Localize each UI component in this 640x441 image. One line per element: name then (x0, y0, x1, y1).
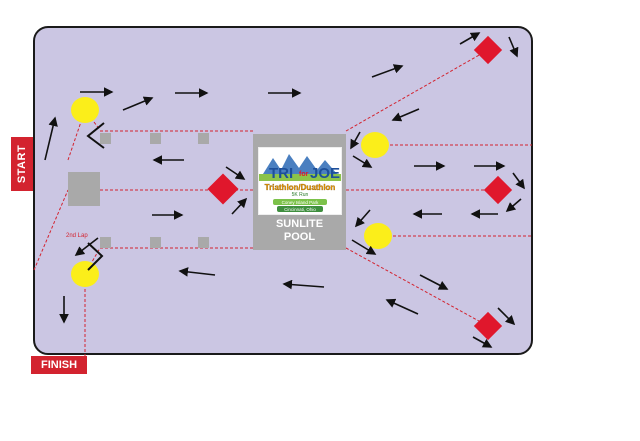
pool-label-line1: SUNLITE (275, 218, 324, 230)
gray-posts (100, 133, 209, 248)
buoy (361, 132, 389, 158)
pool-label: SUNLITE POOL (253, 218, 346, 244)
second-lap-label: 2nd Lap (66, 233, 88, 239)
pool-label-line2: POOL (283, 231, 316, 243)
turn-marker (473, 311, 503, 341)
svg-text:Triathlon/Duathlon: Triathlon/Duathlon (265, 183, 336, 192)
chevron-marks (86, 122, 105, 271)
post (198, 133, 209, 144)
sunlite-pool: TRI for JOE Triathlon/Duathlon 5K Run Co… (253, 134, 346, 250)
transition-area (68, 172, 100, 206)
start-label: START (11, 137, 33, 191)
tri-joe-logo: TRI for JOE Triathlon/Duathlon 5K Run Co… (258, 147, 342, 215)
logo-lettering: TRI (269, 165, 293, 182)
svg-text:JOE: JOE (310, 165, 340, 182)
svg-text:Coney Island Park: Coney Island Park (282, 200, 320, 205)
turn-marker (207, 173, 239, 205)
svg-text:5K Run: 5K Run (292, 192, 309, 198)
direction-arrows (44, 32, 525, 348)
post (150, 133, 161, 144)
svg-text:for: for (299, 171, 309, 178)
buoy (71, 261, 99, 287)
yellow-buoys (71, 97, 392, 287)
start-label-text: START (16, 144, 28, 184)
buoy (364, 223, 392, 249)
route-lines (33, 49, 532, 356)
post (100, 133, 111, 144)
post (100, 237, 111, 248)
svg-text:Cincinnati, Ohio: Cincinnati, Ohio (284, 207, 316, 212)
post (198, 237, 209, 248)
finish-label: FINISH (31, 356, 87, 374)
post (150, 237, 161, 248)
buoy (71, 97, 99, 123)
